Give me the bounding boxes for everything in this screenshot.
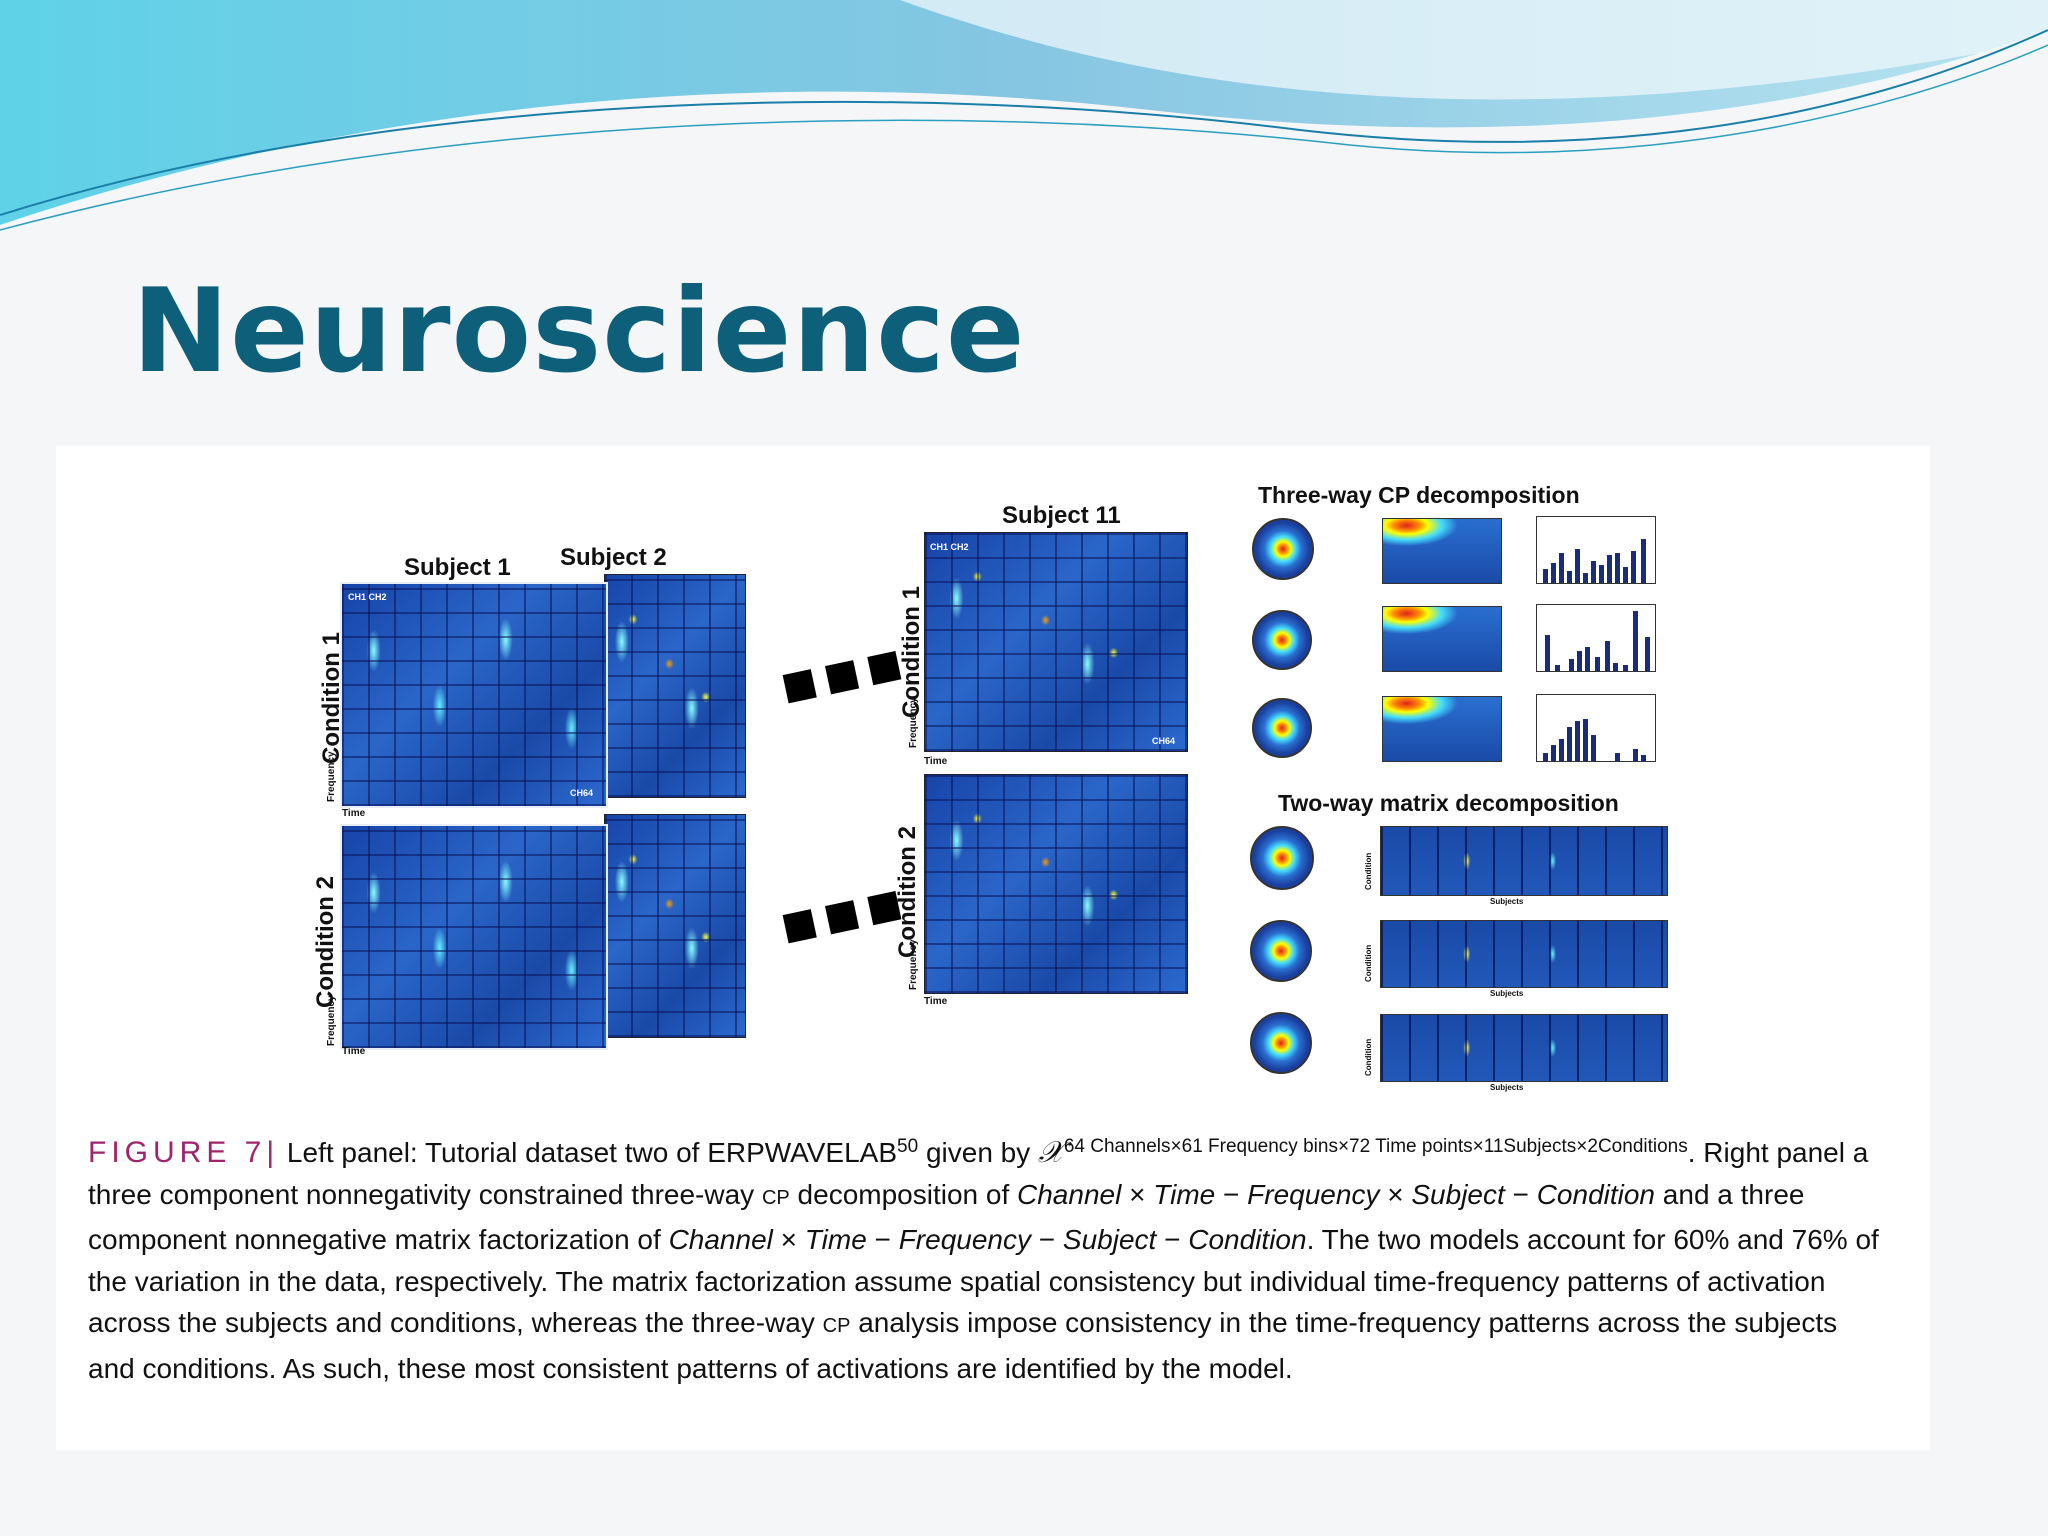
subjects-axis-label: Subjects <box>1490 1083 1524 1092</box>
scalp-topography <box>1252 518 1314 580</box>
frequency-axis-label: Frequency <box>326 751 337 802</box>
subject-condition-bars <box>1536 694 1656 762</box>
slide-title: Neuroscience <box>132 264 1026 399</box>
ellipsis-dots: ▪▪▪ <box>772 625 914 719</box>
ch1-ch2-label: CH1 CH2 <box>348 592 387 602</box>
subject-time-frequency-strip <box>1380 1014 1668 1082</box>
subject-11-condition-2-heatmap <box>924 774 1188 994</box>
time-frequency-map <box>1382 696 1502 762</box>
figure-label: FIGURE 7 <box>88 1136 267 1169</box>
scalp-topography <box>1250 1012 1312 1074</box>
time-axis-label: Time <box>342 1046 366 1057</box>
frequency-axis-label: Frequency <box>908 697 919 748</box>
subject-time-frequency-strip <box>1380 826 1668 896</box>
condition-1-label: Condition 1 <box>318 632 345 764</box>
subjects-axis-label: Subjects <box>1490 989 1524 998</box>
scalp-topography <box>1252 698 1312 758</box>
time-axis-label: Time <box>924 996 948 1007</box>
figure-image: Subject 1 Subject 2 CH1 CH2 CH64 Conditi… <box>56 446 1930 1450</box>
subject-2-condition-2-heatmap <box>604 814 746 1038</box>
time-axis-label: Time <box>342 808 366 819</box>
subject-condition-bars <box>1536 516 1656 584</box>
subject-1-condition-1-heatmap <box>340 582 608 808</box>
condition-axis-label: Condition <box>1364 852 1373 890</box>
ch64-label: CH64 <box>1152 736 1176 746</box>
time-axis-label: Time <box>924 756 948 767</box>
subject-11-label: Subject 11 <box>1002 502 1121 529</box>
subject-condition-bars <box>1536 604 1656 672</box>
condition-axis-label: Condition <box>1364 1038 1373 1076</box>
ch64-label: CH64 <box>570 788 594 798</box>
condition-axis-label: Condition <box>1364 944 1373 982</box>
frequency-axis-label: Frequency <box>326 995 337 1046</box>
subject-time-frequency-strip <box>1380 920 1668 988</box>
ch1-ch2-label: CH1 CH2 <box>930 542 969 552</box>
tensor-symbol: 𝒳 <box>1038 1135 1064 1170</box>
subject-1-condition-2-heatmap <box>340 824 608 1050</box>
condition-2-label: Condition 2 <box>312 876 339 1008</box>
subject-11-condition-1-heatmap <box>924 532 1188 752</box>
time-frequency-map <box>1382 518 1502 584</box>
scalp-topography <box>1252 610 1312 670</box>
subject-2-label: Subject 2 <box>560 544 667 571</box>
subject-1-label: Subject 1 <box>404 554 511 581</box>
scalp-topography <box>1250 920 1312 982</box>
three-way-cp-title: Three-way CP decomposition <box>1258 482 1580 508</box>
subject-2-condition-1-heatmap <box>604 574 746 798</box>
figure-caption: FIGURE 7| Left panel: Tutorial dataset t… <box>88 1135 1879 1384</box>
scalp-topography <box>1250 826 1314 890</box>
ellipsis-dots: ▪▪▪ <box>772 865 914 959</box>
frequency-axis-label: Frequency <box>908 939 919 990</box>
tensor-dimensions: 64 Channels×61 Frequency bins×72 Time po… <box>1063 1136 1688 1157</box>
time-frequency-map <box>1382 606 1502 672</box>
header-wave-decoration <box>0 0 2048 231</box>
two-way-matrix-title: Two-way matrix decomposition <box>1278 790 1619 816</box>
subjects-axis-label: Subjects <box>1490 897 1524 906</box>
